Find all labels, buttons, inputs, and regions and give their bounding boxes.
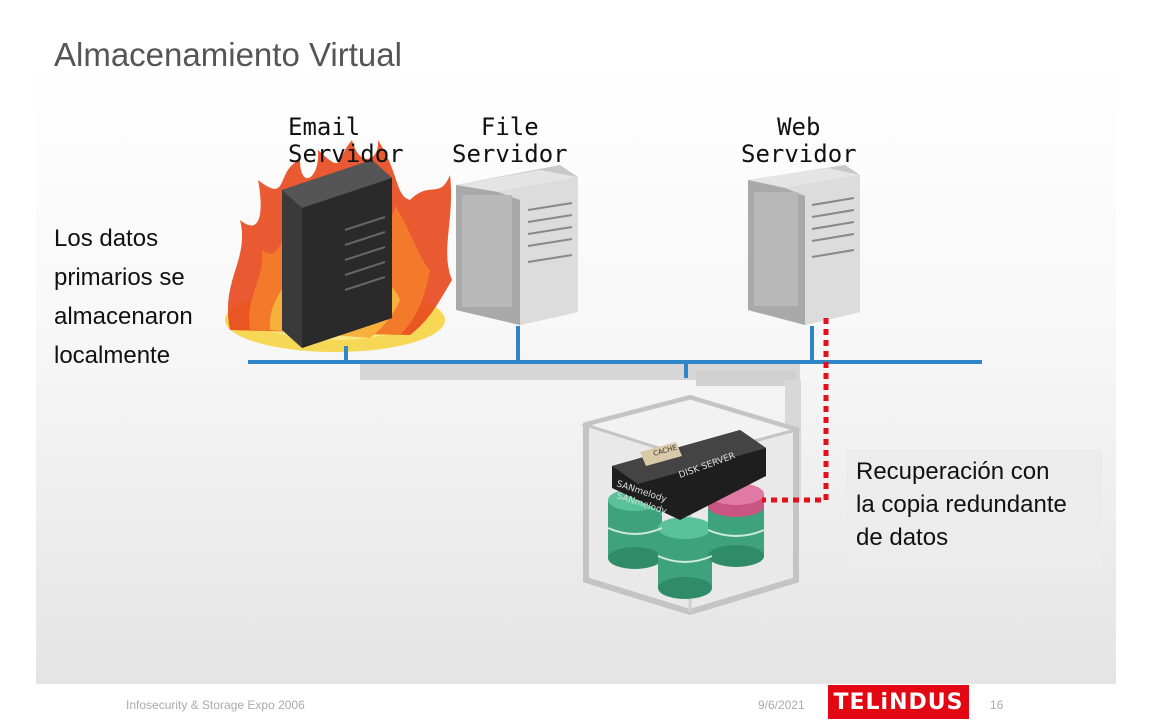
- backbone-shadow: [360, 362, 800, 380]
- recovery-note-box: [846, 450, 1102, 570]
- disk-server-icon: CACHE DISK SERVER SANmelody SANmelody: [612, 430, 766, 520]
- slide-title: Almacenamiento Virtual: [54, 36, 402, 73]
- logo-text: TELiNDUS: [833, 689, 964, 715]
- storage-array-icon: CACHE DISK SERVER SANmelody SANmelody: [580, 394, 802, 616]
- footer-event: Infosecurity & Storage Expo 2006: [126, 698, 305, 712]
- network-backbone: [248, 326, 982, 378]
- telindus-logo: TELiNDUS: [828, 685, 969, 719]
- page-number: 16: [990, 698, 1004, 712]
- email-server-icon: [282, 160, 392, 348]
- backbone-shadow-2: [696, 370, 796, 386]
- file-server-icon: [456, 165, 578, 325]
- recovery-note: Recuperación con la copia redundante de …: [856, 458, 1067, 551]
- primary-data-note: Los datos primarios se almacenaron local…: [54, 225, 193, 369]
- footer-date: 9/6/2021: [758, 698, 805, 712]
- web-server-label: Web Servidor: [741, 113, 857, 168]
- file-server-label: File Servidor: [452, 113, 568, 168]
- web-server-icon: [748, 165, 860, 325]
- disk-stack-icon: [607, 483, 765, 599]
- email-server-label: Email Servidor: [288, 113, 404, 168]
- recovery-path: [762, 318, 829, 503]
